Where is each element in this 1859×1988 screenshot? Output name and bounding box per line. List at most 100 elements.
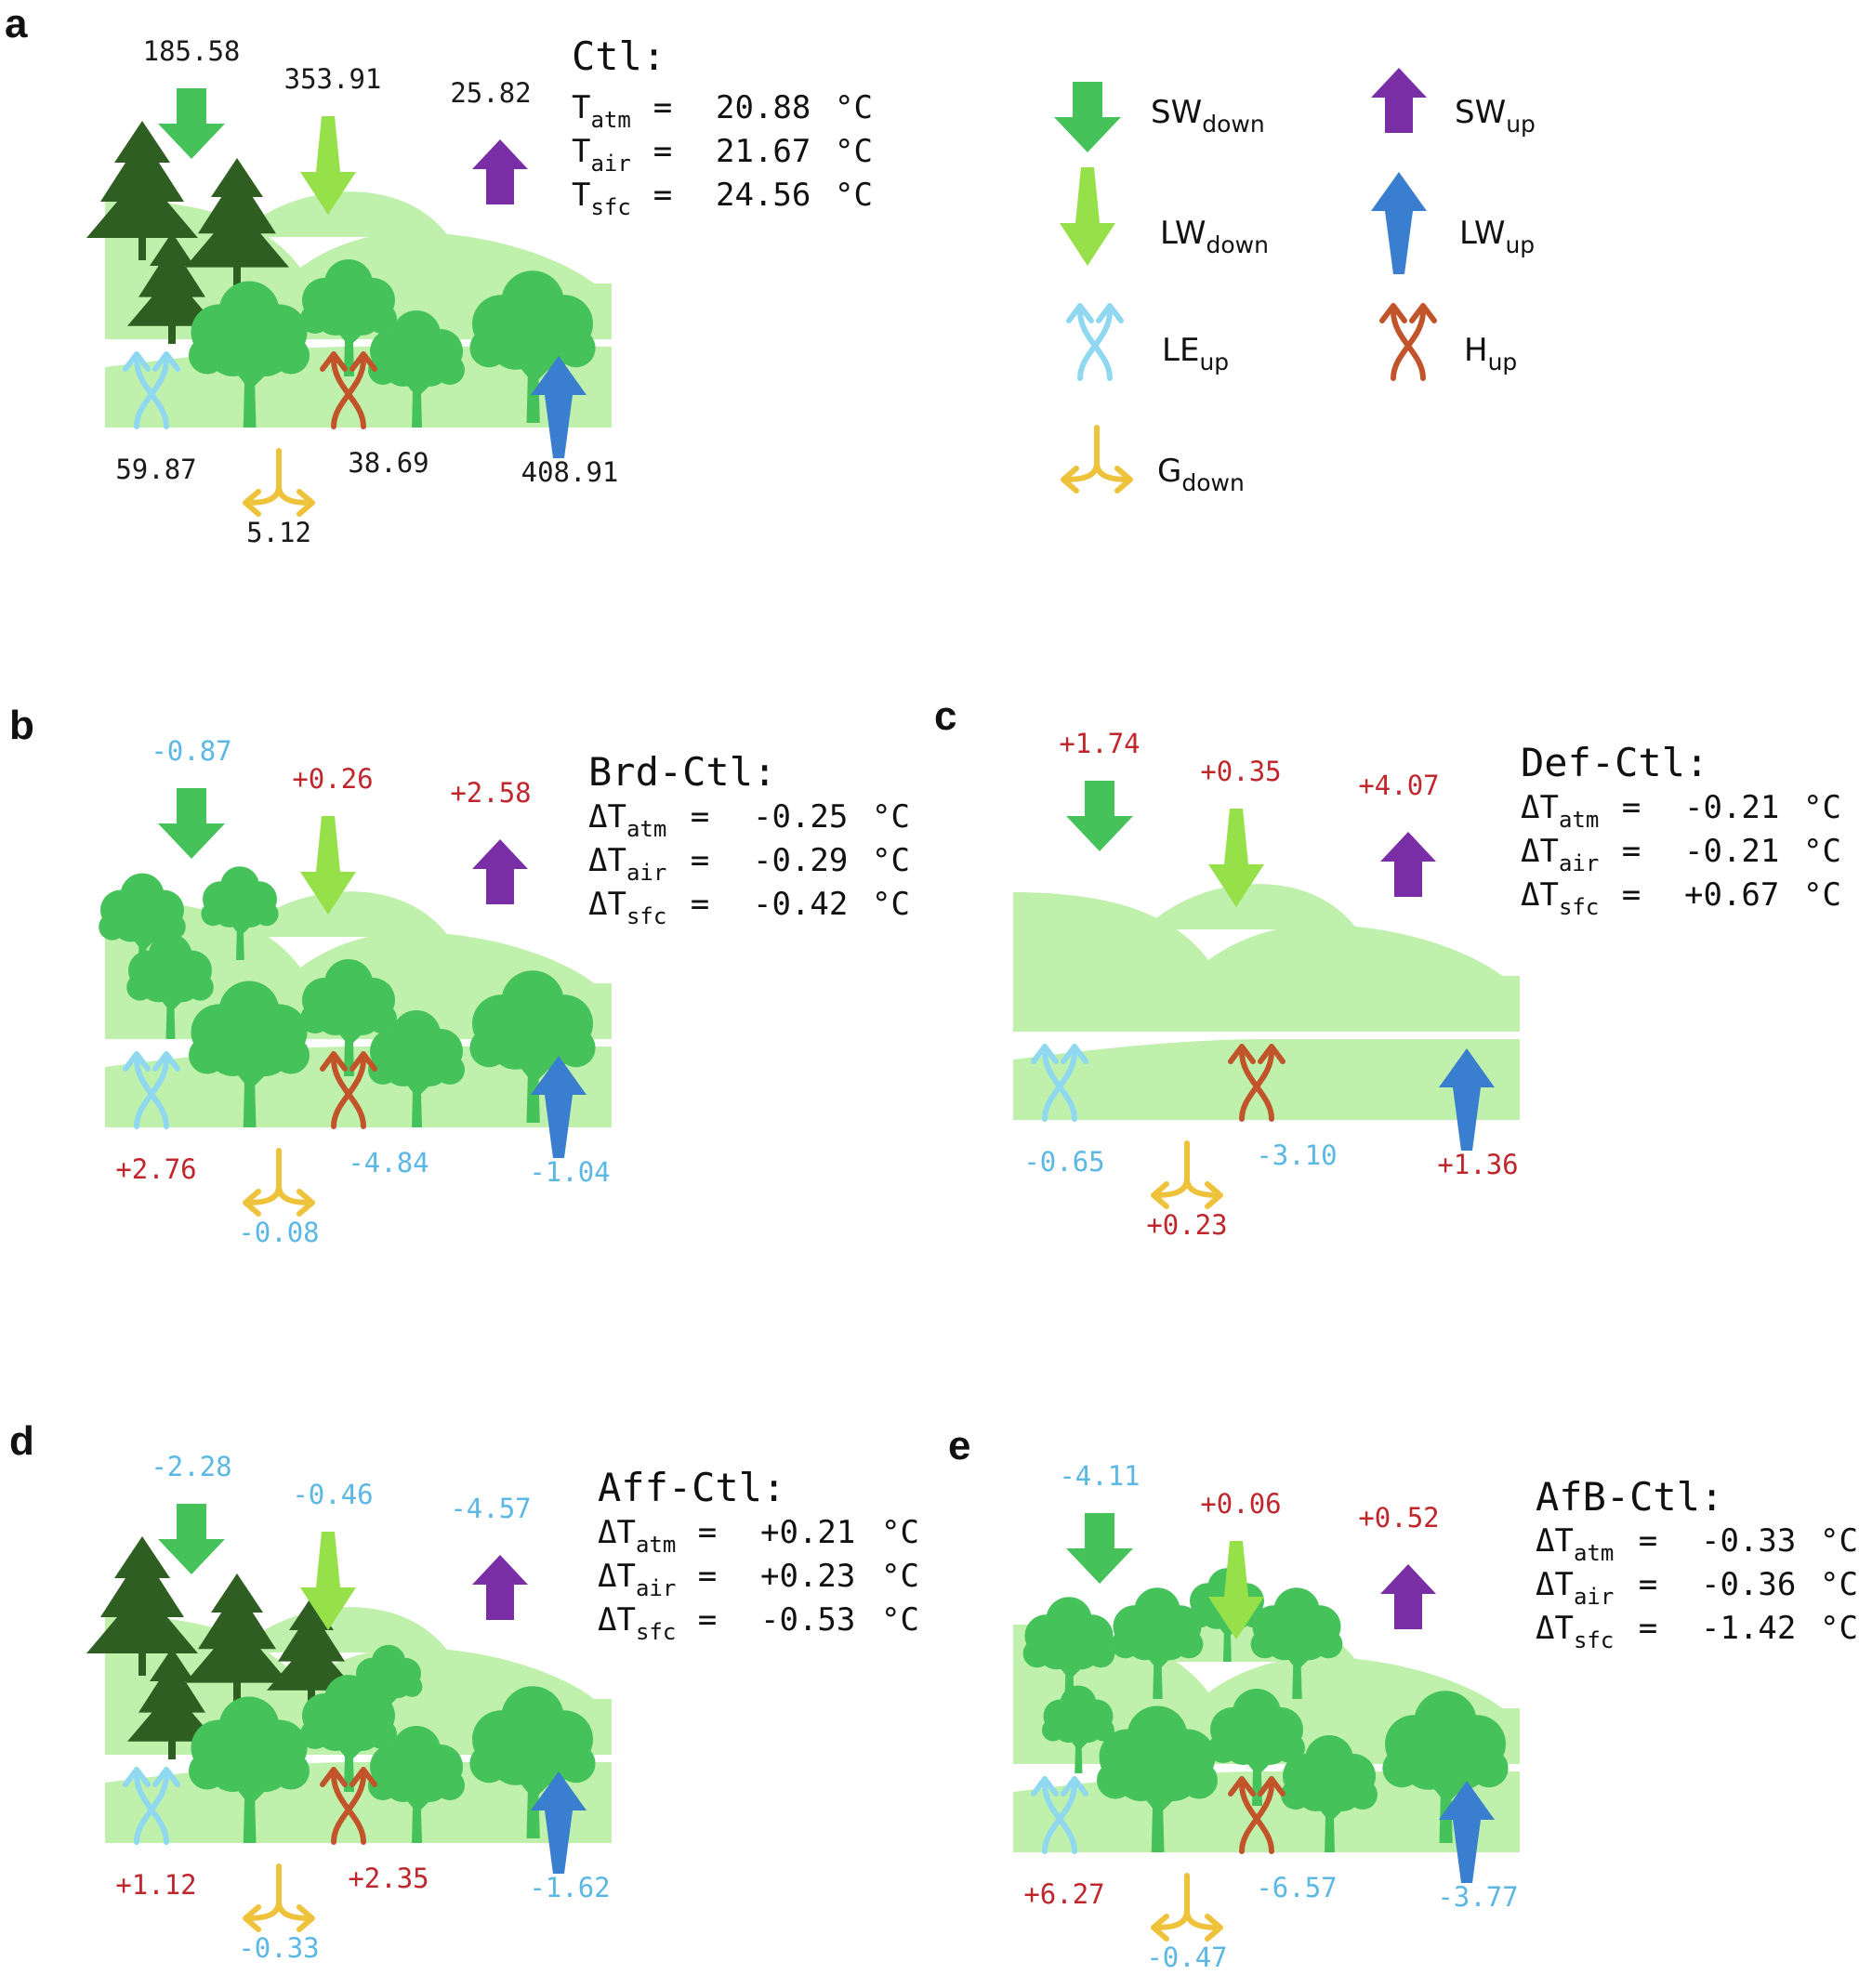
temperature-symbol: ΔTair bbox=[1536, 1566, 1614, 1610]
temperature-row: ΔTsfc=-0.42°C bbox=[588, 886, 910, 929]
temperature-symbol: ΔTsfc bbox=[1521, 876, 1599, 920]
panel-letter: c bbox=[934, 693, 956, 739]
lw-up-arrow-icon bbox=[531, 1056, 587, 1158]
temperature-unit: °C bbox=[835, 177, 873, 214]
temperature-value: -1.42 bbox=[1701, 1610, 1796, 1647]
equals-sign: = bbox=[691, 798, 709, 836]
broadleaf-tree bbox=[1281, 1735, 1378, 1852]
broadleaf-tree bbox=[189, 281, 310, 428]
lw-up-value: -1.04 bbox=[529, 1156, 610, 1188]
twisted-arrows-icon bbox=[1379, 303, 1437, 381]
le-up-flux: +6.27 bbox=[1023, 1776, 1105, 1910]
lw-up-flux: -1.62 bbox=[529, 1771, 611, 1903]
equals-sign: = bbox=[698, 1558, 717, 1595]
sw-down-arrow-icon bbox=[158, 1504, 225, 1574]
tree-group bbox=[86, 121, 596, 428]
sw-down-value: -2.28 bbox=[151, 1451, 231, 1482]
temperature-symbol: ΔTsfc bbox=[598, 1601, 676, 1645]
temperature-symbol: ΔTatm bbox=[588, 798, 666, 842]
temperature-row: Tsfc=24.56°C bbox=[572, 177, 873, 220]
temperature-row: ΔTatm=-0.21°C bbox=[1521, 789, 1841, 833]
temperature-unit: °C bbox=[881, 1601, 919, 1639]
down-arrow-icon bbox=[1054, 82, 1121, 152]
temperature-unit: °C bbox=[881, 1558, 919, 1595]
lw-up-flux: 408.91 bbox=[521, 356, 618, 488]
broadleaf-tree bbox=[368, 1010, 465, 1127]
g-down-value: -0.08 bbox=[238, 1217, 319, 1248]
lw-up-value: -1.62 bbox=[529, 1872, 610, 1903]
le-up-value: 59.87 bbox=[115, 454, 196, 485]
temperature-symbol: ΔTair bbox=[598, 1558, 676, 1601]
lw-up-flux: -3.77 bbox=[1437, 1781, 1519, 1913]
lw-down-arrow-icon bbox=[1208, 1541, 1264, 1639]
equals-sign: = bbox=[1639, 1566, 1657, 1603]
temperature-symbol: ΔTair bbox=[588, 842, 666, 886]
lw-up-flux: +1.36 bbox=[1437, 1048, 1519, 1180]
legend-label: LEup bbox=[1162, 332, 1229, 375]
lw-down-arrow-icon bbox=[300, 1532, 356, 1630]
sw-down-arrow-icon bbox=[158, 788, 225, 859]
up-spike-arrow-icon bbox=[1371, 172, 1427, 274]
sw-down-flux: -0.87 bbox=[151, 735, 232, 859]
temperature-symbol: ΔTair bbox=[1521, 833, 1599, 876]
broadleaf-tree bbox=[126, 933, 214, 1039]
h-up-flux: 38.69 bbox=[320, 351, 429, 479]
temperature-value: -0.36 bbox=[1701, 1566, 1796, 1603]
equals-sign: = bbox=[698, 1601, 717, 1639]
le-up-flux: +2.76 bbox=[115, 1051, 197, 1185]
equals-sign: = bbox=[1639, 1522, 1657, 1560]
lw-down-flux: +0.26 bbox=[292, 763, 374, 915]
broadleaf-tree bbox=[201, 866, 279, 960]
legend-label: Hup bbox=[1464, 332, 1517, 375]
temperature-unit: °C bbox=[1803, 876, 1841, 914]
broadleaf-tree bbox=[300, 959, 397, 1076]
conifer-tree bbox=[127, 1648, 217, 1759]
broadleaf-tree bbox=[189, 981, 310, 1127]
temperature-value: -0.21 bbox=[1684, 833, 1779, 870]
legend-label: Gdown bbox=[1157, 453, 1245, 496]
broadleaf-tree bbox=[469, 970, 596, 1123]
sw-up-value: 25.82 bbox=[450, 77, 531, 109]
broadleaf-tree bbox=[1111, 1587, 1204, 1699]
lw-up-flux: -1.04 bbox=[529, 1056, 611, 1188]
temperature-symbol: ΔTsfc bbox=[588, 886, 666, 929]
temperature-table: Brd-Ctl:ΔTatm=-0.25°CΔTair=-0.29°CΔTsfc=… bbox=[588, 749, 910, 929]
sw-down-arrow-icon bbox=[158, 88, 225, 159]
broadleaf-tree bbox=[1022, 1597, 1115, 1708]
sw-up-flux: +0.52 bbox=[1358, 1502, 1440, 1629]
broadleaf-tree bbox=[300, 1675, 397, 1792]
panel-title: AfB-Ctl: bbox=[1536, 1474, 1723, 1520]
legend-label: SWup bbox=[1455, 94, 1536, 138]
broadleaf-tree bbox=[368, 1726, 465, 1843]
panel-b: b-0.87+0.26+2.58+2.76-4.84-1.04-0.08Brd-… bbox=[9, 703, 910, 1248]
split-down-arrow-icon bbox=[1061, 425, 1133, 494]
temperature-row: ΔTair=-0.29°C bbox=[588, 842, 910, 886]
temperature-table: Def-Ctl:ΔTatm=-0.21°CΔTair=-0.21°CΔTsfc=… bbox=[1521, 740, 1841, 920]
temperature-value: -0.25 bbox=[753, 798, 848, 836]
equals-sign: = bbox=[653, 89, 672, 126]
temperature-row: ΔTatm=+0.21°C bbox=[598, 1514, 919, 1558]
legend-item-sw-down: SWdown bbox=[1054, 82, 1265, 152]
sw-down-value: +1.74 bbox=[1059, 728, 1140, 759]
conifer-tree bbox=[86, 1536, 198, 1676]
temperature-unit: °C bbox=[1803, 789, 1841, 826]
g-down-arrow-icon bbox=[243, 1863, 315, 1932]
sw-up-value: +4.07 bbox=[1358, 770, 1439, 801]
g-down-value: -0.47 bbox=[1146, 1942, 1227, 1973]
sw-up-flux: 25.82 bbox=[450, 77, 532, 204]
sw-down-arrow-icon bbox=[1066, 1513, 1133, 1584]
legend-label: LWdown bbox=[1160, 215, 1269, 258]
sw-up-flux: +2.58 bbox=[450, 777, 532, 904]
temperature-symbol: ΔTatm bbox=[1521, 789, 1599, 833]
h-up-arrow-icon bbox=[1228, 1044, 1285, 1122]
sw-up-value: +2.58 bbox=[450, 777, 531, 809]
broadleaf-tree bbox=[1208, 1689, 1305, 1806]
lw-up-arrow-icon bbox=[531, 356, 587, 458]
le-up-arrow-icon bbox=[123, 351, 180, 429]
le-up-value: +6.27 bbox=[1023, 1878, 1104, 1910]
lw-down-value: +0.06 bbox=[1200, 1488, 1281, 1520]
broadleaf-tree bbox=[469, 270, 596, 423]
